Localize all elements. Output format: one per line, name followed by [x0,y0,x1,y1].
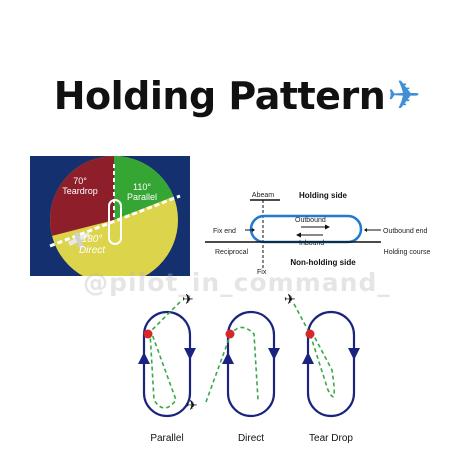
teardrop-entry-path [293,303,336,398]
parallel-sector [114,156,178,220]
direct-racetrack [226,310,276,418]
parallel-fix [143,329,153,339]
teardrop-sector [50,156,114,244]
direct-entry: ✈ [186,310,280,418]
holding-course-label: Holding course [384,249,431,256]
entry-procedures-diagram: ✈ ✈ ✈ Parallel Direct Tear Drop [138,291,360,444]
outbound-end-label: Outbound end [383,228,427,235]
parallel-angle: 110° [133,182,151,192]
reciprocal-label: Reciprocal [215,249,249,256]
airplane-icon: ✈ [387,73,421,119]
non-holding-side-label: Non-holding side [290,258,356,267]
direct-entry-path [205,326,259,403]
holding-side-label: Holding side [299,191,348,200]
abeam-label: Abeam [252,192,274,199]
fix-label: Fix [257,269,267,276]
airplane-icon: ✈ [182,291,194,307]
parallel-racetrack [142,310,192,418]
parallel-entry-path [149,301,181,409]
outbound-label: Outbound [295,217,326,224]
page-title: Holding Pattern✈ [0,73,474,119]
direct-fix [225,329,235,339]
fix-end-label: Fix end [213,228,236,235]
parallel-caption: Parallel [150,433,183,444]
teardrop-entry: ✈ [284,291,360,418]
airplane-icon: ✈ [186,397,198,413]
teardrop-racetrack [306,310,356,418]
teardrop-label: Teardrop [62,186,98,196]
sector-boundary-line [49,194,181,248]
parallel-label: Parallel [127,192,157,202]
entry-sector-diagram: 70° Teardrop 110° Parallel 180° Direct [30,156,190,276]
teardrop-fix [305,329,315,339]
direct-caption: Direct [238,433,264,444]
parallel-entry: ✈ [138,291,196,418]
direct-angle: 180° [82,234,103,245]
airplane-icon: ✈ [284,291,296,307]
teardrop-angle: 70° [73,176,87,186]
direct-label: Direct [79,245,106,256]
title-text: Holding Pattern [53,74,386,118]
holding-terminology-diagram: Abeam Holding side Fix end Outbound Outb… [205,191,431,276]
racetrack-outline [108,199,122,245]
aircraft-icon [68,232,90,250]
teardrop-caption: Tear Drop [309,433,353,444]
inbound-label: Inbound [299,240,324,247]
